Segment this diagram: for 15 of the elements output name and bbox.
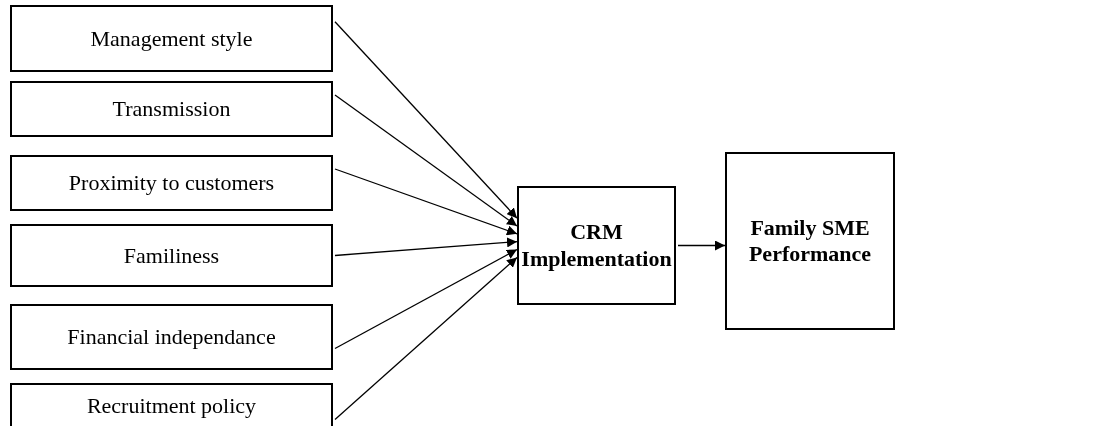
text-box: Transmission — [10, 81, 333, 137]
text-box: Familiness — [10, 224, 333, 287]
text-box: Financial independance — [10, 304, 333, 370]
text-box: Proximity to customers — [10, 155, 333, 211]
arrow — [334, 21, 518, 219]
arrow — [334, 168, 518, 236]
arrow — [334, 256, 518, 421]
arrow — [334, 94, 518, 227]
arrow — [334, 248, 518, 350]
arrow — [334, 237, 518, 257]
arrow — [677, 240, 726, 251]
text-box: CRM Implementation — [517, 186, 676, 305]
text-box: Recruitment policy — [10, 383, 333, 426]
text-box: Family SME Performance — [725, 152, 895, 330]
text-box: Management style — [10, 5, 333, 72]
